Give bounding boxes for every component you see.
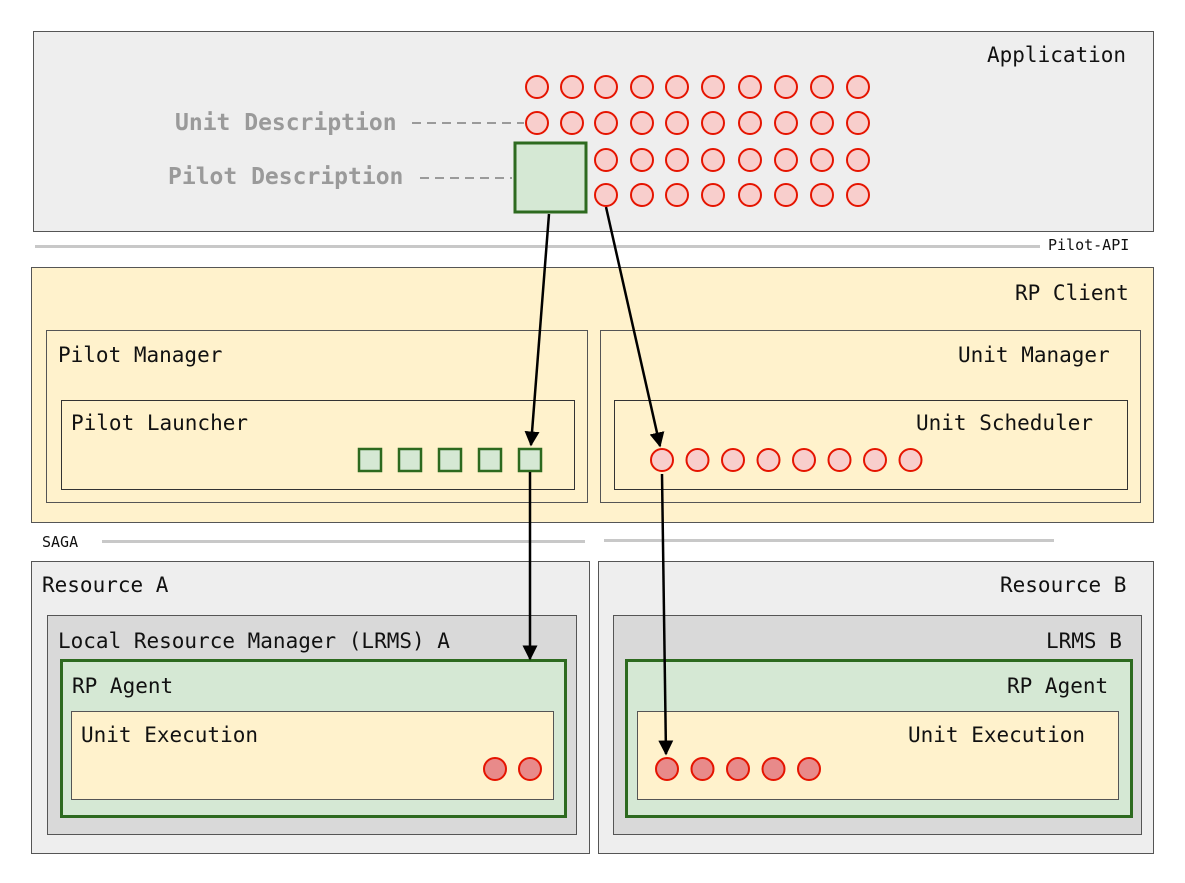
unit-circle [665,75,689,99]
pilot-launcher-panel [61,400,575,490]
unit-circle [846,148,870,172]
scheduler-unit-circle [685,448,710,472]
executing-unit-circle [518,757,542,781]
unit-circle [560,75,584,99]
unit-circle [701,75,725,99]
unit-flow-arrow-1 [604,206,665,448]
pilot-manager-title: Pilot Manager [58,343,223,367]
saga-line-right [604,539,1054,542]
scheduler-unit-circle [827,448,852,472]
unit-circle [810,75,834,99]
unit-circle [525,111,549,135]
rp-agent-a-title: RP Agent [72,674,174,698]
unit-circle [701,148,725,172]
pilot-api-line [35,245,1040,248]
executing-unit-circle [726,757,750,781]
unit-flow-arrow-2 [658,473,674,756]
rp-client-title: RP Client [1015,281,1129,305]
unit-circle [846,183,870,207]
executing-unit-circle [483,757,507,781]
pilot-description-label: Pilot Description [168,164,404,190]
scheduler-unit-circle [792,448,816,472]
pilot-api-label: Pilot-API [1048,236,1130,254]
unit-circle [594,183,618,207]
unit-circle [665,111,689,135]
unit-circle [846,111,870,135]
unit-circle [665,148,689,172]
resource-a-title: Resource A [42,573,169,597]
unit-execution-a-panel [71,711,554,800]
launcher-pilot-square [397,447,423,473]
resource-b-title: Resource B [1000,573,1127,597]
unit-circle [810,183,834,207]
unit-circle [594,111,618,135]
application-title: Application [987,43,1127,67]
launcher-pilot-square [517,447,543,473]
unit-manager-title: Unit Manager [958,343,1110,367]
pilot-launcher-title: Pilot Launcher [71,411,249,435]
saga-label: SAGA [42,533,79,551]
unit-circle [774,183,798,207]
unit-circle [738,183,762,207]
unit-circle [738,148,762,172]
unit-circle [701,111,725,135]
unit-execution-b-title: Unit Execution [908,723,1086,747]
unit-circle [846,75,870,99]
unit-circle [774,111,798,135]
unit-circle [810,148,834,172]
executing-unit-circle [690,757,715,781]
unit-execution-b-panel [637,711,1119,800]
unit-circle [630,148,654,172]
pilot-description-box [513,141,588,214]
unit-execution-a-title: Unit Execution [81,723,259,747]
unit-circle [525,75,549,99]
unit-circle [560,111,584,135]
unit-scheduler-panel [614,400,1128,490]
unit-circle [594,75,618,99]
launcher-pilot-square [357,447,383,473]
unit-circle [594,148,618,172]
unit-circle [630,183,654,207]
launcher-pilot-square [437,447,463,473]
scheduler-unit-circle [756,448,781,472]
scheduler-unit-circle [863,448,887,472]
executing-unit-circle [761,757,786,781]
unit-circle [738,75,762,99]
executing-unit-circle [655,757,679,781]
launcher-pilot-square [477,447,503,473]
scheduler-unit-circle [721,448,745,472]
application-panel [33,31,1154,232]
scheduler-unit-circle [898,448,923,472]
pilot-flow-arrow-1 [524,213,551,447]
unit-circle [774,148,798,172]
unit-description-label: Unit Description [175,110,397,136]
lrms-b-title: LRMS B [1046,629,1122,653]
scheduler-unit-circle [650,448,674,472]
unit-circle [738,111,762,135]
saga-line-left [102,540,585,543]
unit-circle [774,75,798,99]
unit-circle [701,183,725,207]
unit-scheduler-title: Unit Scheduler [916,411,1094,435]
unit-circle [630,111,654,135]
executing-unit-circle [797,757,821,781]
unit-circle [630,75,654,99]
unit-circle [665,183,689,207]
rp-agent-b-title: RP Agent [1007,674,1109,698]
unit-circle [810,111,834,135]
lrms-a-title: Local Resource Manager (LRMS) A [58,629,450,653]
